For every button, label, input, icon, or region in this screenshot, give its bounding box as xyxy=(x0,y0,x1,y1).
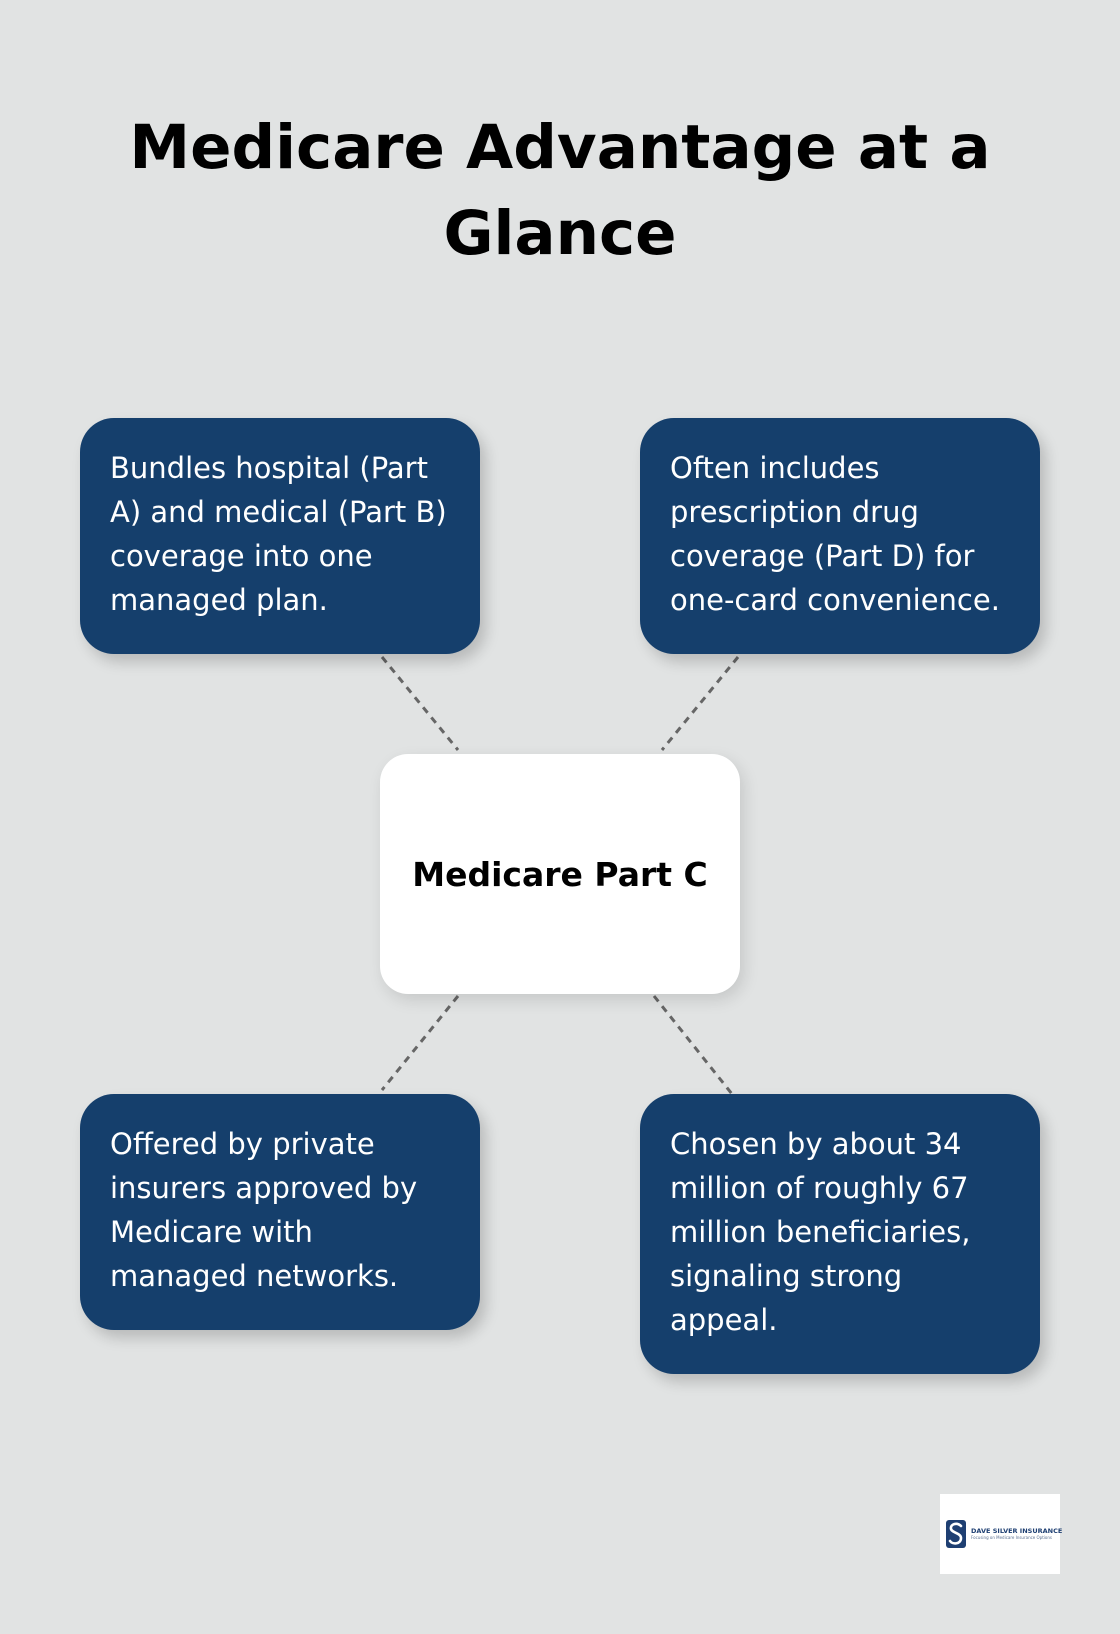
dave-silver-insurance-logo-icon xyxy=(944,1517,968,1551)
info-box-prescription-coverage: Often includes prescription drug coverag… xyxy=(640,418,1040,654)
connector-bottom-right xyxy=(652,995,734,1095)
center-node-label: Medicare Part C xyxy=(412,854,708,894)
logo-company-name: DAVE SILVER INSURANCE xyxy=(971,1527,1063,1535)
info-box-private-insurers: Offered by private insurers approved by … xyxy=(80,1094,480,1330)
info-box-bundles-coverage: Bundles hospital (Part A) and medical (P… xyxy=(80,418,480,654)
connector-top-left xyxy=(380,656,460,751)
connector-bottom-left xyxy=(380,995,460,1091)
info-box-enrollment-stats: Chosen by about 34 million of roughly 67… xyxy=(640,1094,1040,1374)
logo-tagline: Focusing on Medicare Insurance Options xyxy=(971,1535,1052,1540)
logo-text: DAVE SILVER INSURANCE Focusing on Medica… xyxy=(971,1527,1062,1541)
company-logo: DAVE SILVER INSURANCE Focusing on Medica… xyxy=(940,1494,1062,1574)
center-node: Medicare Part C xyxy=(380,754,740,994)
diagram-title: Medicare Advantage at a Glance xyxy=(129,112,991,269)
connector-top-right xyxy=(660,656,740,751)
